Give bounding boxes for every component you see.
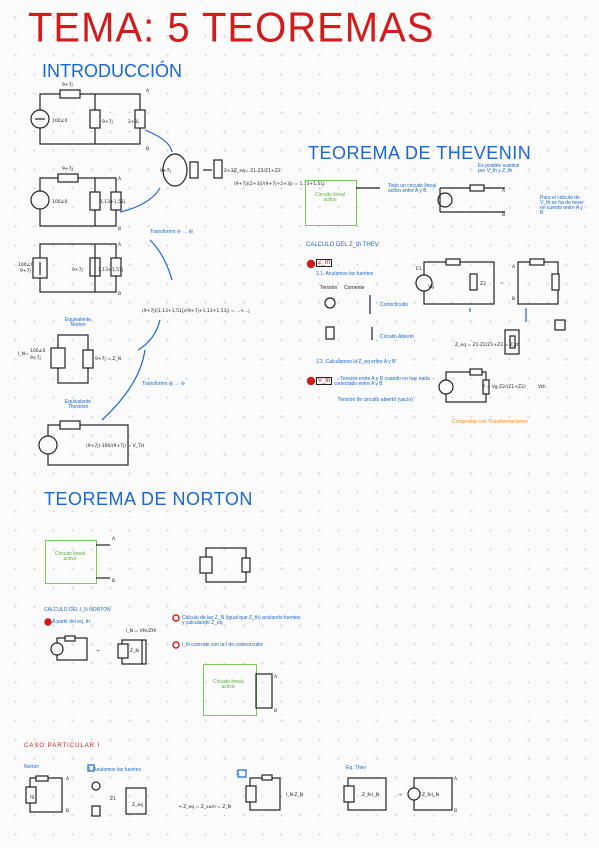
svg-text:Z2: Z2 <box>480 281 486 287</box>
svg-text:A: A <box>512 264 516 270</box>
svg-text:A: A <box>118 242 122 248</box>
svg-text:B: B <box>274 708 277 714</box>
svg-text:Z_N: Z_N <box>130 648 139 654</box>
thevenin-step-2: V_th <box>316 377 333 385</box>
svg-text:B: B <box>66 808 69 814</box>
svg-text:9+7j: 9+7j <box>62 82 73 88</box>
norton-step-1: A partir del eq. th <box>52 619 90 625</box>
svg-text:Z_eq= Z1·Z2/Z1+Z2: Z_eq= Z1·Z2/Z1+Z2 <box>234 168 281 174</box>
svg-text:Z1: Z1 <box>110 796 116 802</box>
thevenin-heading: TEOREMA DE THEVENIN <box>308 143 532 163</box>
thevenin-calc-heading: CALCULO DEL Z_th THEV <box>306 242 379 248</box>
svg-text:B: B <box>118 226 121 232</box>
comprobar-note: Comprobar con Transformaciones <box>452 419 528 425</box>
svg-text:A: A <box>66 776 70 782</box>
svg-text:E1: E1 <box>416 266 422 272</box>
svg-text:Z_eq: Z_eq <box>132 802 143 808</box>
caso-eq-thevenin: Eq. Thev <box>346 765 366 771</box>
intro-heading: INTRODUCCIÓN <box>42 61 182 81</box>
transform-note-1: Transformo ⊖ → ⊞ <box>150 229 193 235</box>
svg-text:Z_N·I_N: Z_N·I_N <box>422 792 439 798</box>
norton-step-2: Cálculo de las Z_N (igual que Z_th) anul… <box>182 615 301 626</box>
svg-text:Z_N·I_N: Z_N·I_N <box>362 792 379 798</box>
svg-text:I_N=: I_N= <box>18 351 29 357</box>
thevenin-step-1-2: 1.2. Calculamos la Z_eq entre A y B <box>316 359 396 365</box>
norton-calc-heading: CALCULO DEL I_N NORTON <box>44 607 111 613</box>
thevenin-note-2: Es posible sustituir por V_th y Z_th <box>478 163 520 174</box>
svg-text:B: B <box>512 296 515 302</box>
svg-text:I_N = Vth/Zth: I_N = Vth/Zth <box>126 628 157 634</box>
thevenin-note-1: Todo un circuito lineal activo entre A y… <box>388 183 437 194</box>
svg-text:A: A <box>454 776 458 782</box>
svg-text:Vg: Vg <box>428 284 434 290</box>
svg-text:9+7j: 9+7j <box>62 166 73 172</box>
svg-text:A: A <box>502 188 506 194</box>
thevenin-box-label: Circuito lineal activo <box>314 192 345 203</box>
svg-text:(9+7j)(1,13+1,51j)/(9+7j+1,13+: (9+7j)(1,13+1,51j)/(9+7j+1,13+1,51j) = .… <box>142 308 250 314</box>
thevenin-note-3: Para el cálculo de V_th se ha de tener e… <box>540 195 584 216</box>
transform-note-2: Transformo ⊞ → ⊖ <box>142 381 185 387</box>
svg-text:B: B <box>118 291 121 297</box>
thevenin-equiv-label: Equivalente Thevenin <box>64 399 92 410</box>
svg-text:9+7j: 9+7j <box>20 268 31 274</box>
cortocircuito-label: Cortocircuito <box>380 302 409 308</box>
caso-heading: CASO PARTICULAR I <box>24 743 101 749</box>
corriente-label: Corriente <box>344 285 365 291</box>
svg-text:9+7j: 9+7j <box>30 355 41 361</box>
svg-text:(9+7j)·100/(9+7j) = V_TH: (9+7j)·100/(9+7j) = V_TH <box>86 443 144 449</box>
svg-text:1,13+1,51j: 1,13+1,51j <box>98 267 123 273</box>
svg-text:2+3j: 2+3j <box>128 119 139 125</box>
thevenin-step-1-1: 1.1. Anulamos las fuentes <box>316 271 374 277</box>
norton-calc-box-label: Circuito lineal activo <box>212 679 243 690</box>
svg-text:Z_eq = Z1·Z2/Z1+Z2 = Z_th: Z_eq = Z1·Z2/Z1+Z2 = Z_th <box>455 342 520 348</box>
svg-text:→: → <box>96 649 100 654</box>
svg-text:100∠0: 100∠0 <box>52 199 68 205</box>
svg-text:Ig: Ig <box>30 794 34 800</box>
svg-text:I_N·Z_N: I_N·Z_N <box>286 792 303 798</box>
norton-step-3: I_N coincide con la I de cortocircuito <box>182 642 263 648</box>
svg-text:Vth: Vth <box>538 384 546 390</box>
svg-text:B: B <box>112 578 115 584</box>
norton-heading: TEOREMA DE NORTON <box>44 489 253 509</box>
svg-text:→ Z_eq = Z_sum = Z_N: → Z_eq = Z_sum = Z_N <box>178 804 231 810</box>
thevenin-step-1: Z_th <box>316 259 333 267</box>
svg-text:A: A <box>274 674 278 680</box>
circuito-abierto-label: Circuito Abierto <box>380 334 414 340</box>
svg-text:A: A <box>118 176 122 182</box>
svg-text:1,13+1,51j: 1,13+1,51j <box>100 199 125 205</box>
tension-label: Tensión <box>320 285 338 291</box>
svg-text:→: → <box>398 793 402 798</box>
svg-text:(9+7j)(2+3j)/(9+7j+2+3j) = 1,1: (9+7j)(2+3j)/(9+7j+2+3j) = 1,13+1,51j <box>234 181 325 187</box>
svg-text:B: B <box>454 808 457 814</box>
svg-text:100∠0: 100∠0 <box>52 118 68 124</box>
thevenin-step-2-text-2: Tensión de circuito abierto (vacío) <box>338 397 413 403</box>
svg-text:9+7j = Z_N: 9+7j = Z_N <box>95 356 121 362</box>
caso-norton-label: Norton <box>24 764 40 770</box>
norton-box-label: Circuito lineal activo <box>54 551 85 562</box>
thevenin-step-2-text: → Tensión entre A y B cuando no hay nada… <box>334 376 430 387</box>
svg-text:A: A <box>112 536 116 542</box>
svg-text:100∠0: 100∠0 <box>18 262 34 268</box>
svg-text:9+7j: 9+7j <box>102 119 113 125</box>
svg-text:=: = <box>500 281 504 286</box>
norton-circuit-box <box>45 540 97 584</box>
svg-text:V = Vg·Z2/(Z1+Z2): V = Vg·Z2/(Z1+Z2) <box>482 384 526 390</box>
thevenin-circuit-box <box>305 180 357 226</box>
svg-text:B: B <box>146 146 149 152</box>
svg-text:B: B <box>502 212 505 218</box>
svg-text:9+7j: 9+7j <box>72 267 83 273</box>
page-title: TEMA: 5 TEOREMAS <box>28 4 435 52</box>
norton-equiv-label: Equivalente Norton <box>64 317 92 328</box>
svg-text:A: A <box>146 88 150 94</box>
svg-text:9+7j: 9+7j <box>160 168 171 174</box>
svg-text:100∠0: 100∠0 <box>30 348 46 354</box>
caso-step-1: 1. Anulamos las fuentes <box>88 767 142 773</box>
svg-text:2+3j: 2+3j <box>224 168 235 174</box>
